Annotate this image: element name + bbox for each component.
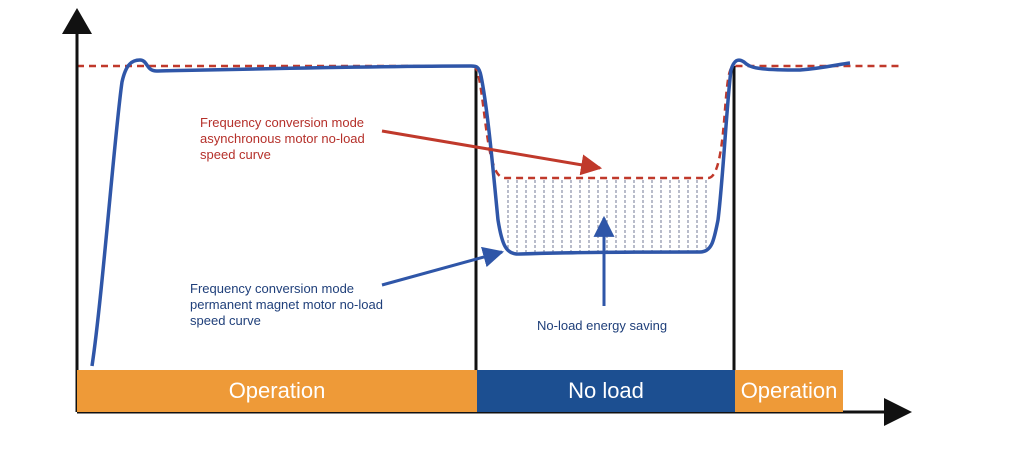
async-curve-arrow — [381, 129, 603, 176]
async-curve-annotation-line-3: speed curve — [200, 147, 271, 162]
async-curve-annotation: Frequency conversion mode asynchronous m… — [200, 115, 365, 163]
phase-band-operation-2: Operation — [735, 370, 843, 412]
pm-curve-annotation-line-3: speed curve — [190, 313, 261, 328]
pm-curve-annotation-line-1: Frequency conversion mode — [190, 281, 355, 296]
async-motor-speed-curve — [77, 64, 900, 180]
phase-band-operation-1: Operation — [77, 370, 477, 412]
x-axis-arrowhead — [884, 398, 912, 426]
phase-band-no-load: No load — [477, 370, 735, 412]
energy-saving-annotation: No-load energy saving — [537, 318, 668, 333]
pm-motor-speed-curve — [90, 58, 851, 367]
async-curve-annotation-line-1: Frequency conversion mode — [200, 115, 365, 130]
energy-saving-hatch — [507, 180, 707, 252]
async-curve-annotation-line-2: asynchronous motor no-load — [200, 131, 365, 146]
y-axis-arrowhead — [62, 8, 92, 34]
pm-curve-arrow — [381, 246, 505, 287]
pm-curve-annotation: Frequency conversion mode permanent magn… — [190, 281, 383, 329]
pm-curve-annotation-line-2: permanent magnet motor no-load — [190, 297, 383, 312]
